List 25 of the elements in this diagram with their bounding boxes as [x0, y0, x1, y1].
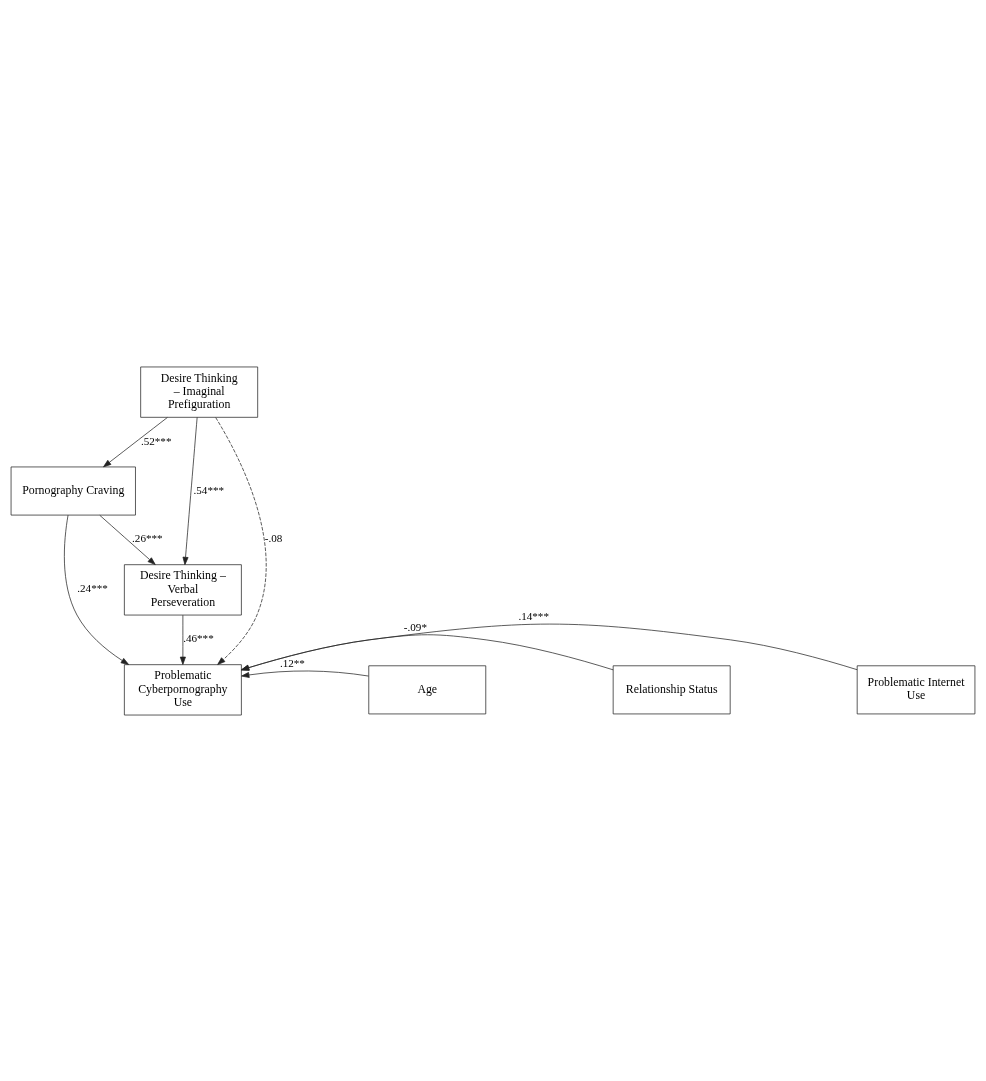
node-box: Pornography Craving: [10, 466, 136, 515]
edge-label: -.09*: [403, 620, 427, 633]
arrow: [241, 623, 858, 671]
arrow: [179, 614, 186, 665]
node-box: Desire Thinking – Imaginal Prefiguration: [140, 366, 259, 418]
edge-label: .46***: [183, 631, 214, 644]
arrow: [241, 633, 614, 671]
arrow: [241, 670, 369, 678]
arrow: [103, 416, 168, 467]
edge-label: .54***: [193, 483, 225, 496]
node-box: Desire Thinking – Verbal Perseveration: [124, 563, 242, 615]
edge-label: .24***: [77, 581, 108, 594]
arrow: [99, 514, 156, 565]
node-box: Age: [368, 664, 487, 714]
node-box: Relationship Status: [612, 664, 731, 714]
arrow: [215, 416, 267, 665]
node-box: Problematic Internet Use: [856, 664, 976, 714]
node-box: Problematic Cyberpornography Use: [124, 663, 242, 715]
edge-label: .52***: [140, 434, 172, 447]
edge-label: -.08: [264, 531, 283, 544]
arrow: [64, 514, 129, 665]
arrow: [182, 416, 198, 565]
edge-label: .26***: [132, 531, 163, 544]
edge-label: .12**: [279, 656, 305, 669]
edge-label: .14***: [518, 609, 549, 622]
